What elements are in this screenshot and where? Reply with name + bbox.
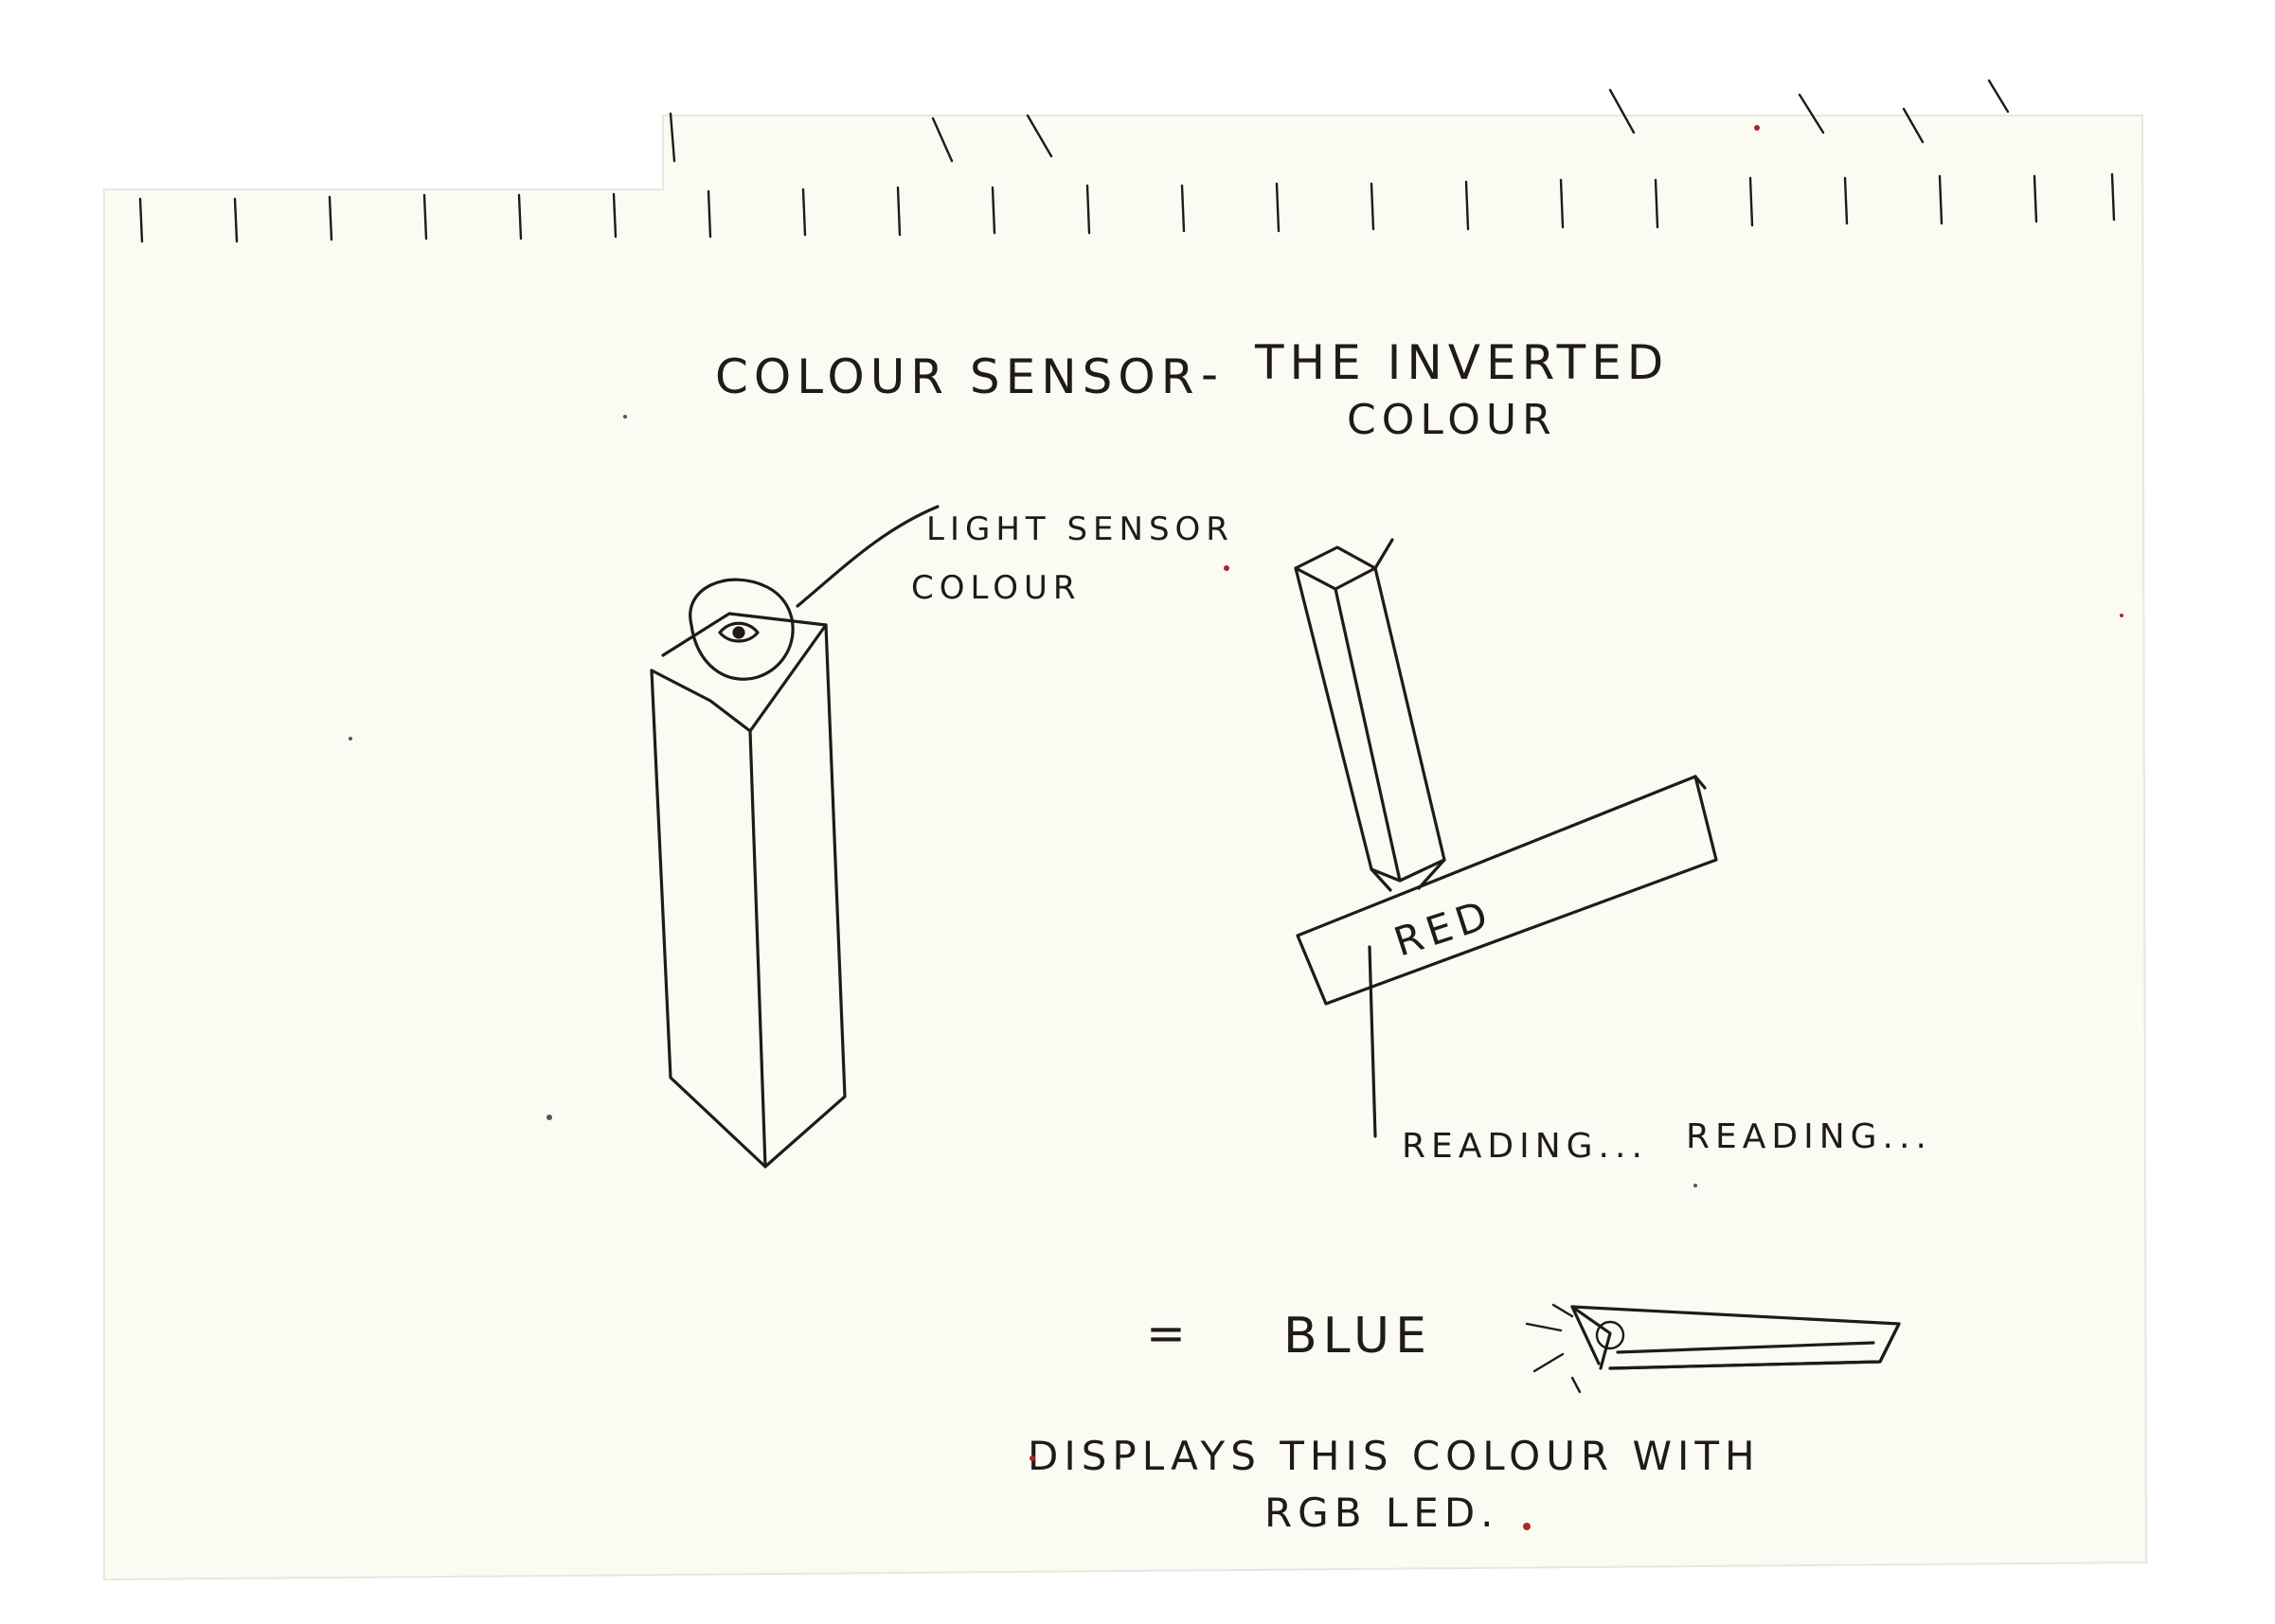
reading-first: READING... [1402, 1127, 1648, 1166]
caption-line2: RGB LED. [1264, 1490, 1499, 1536]
caption-line1: DISPLAYS THIS COLOUR WITH [1028, 1433, 1761, 1479]
title-line3: COLOUR [1347, 396, 1557, 444]
reading-second: READING... [1686, 1117, 1932, 1156]
title-line1: COLOUR SENSOR [715, 349, 1200, 404]
paper-sheet [104, 116, 2146, 1579]
result-colour: BLUE [1283, 1308, 1432, 1365]
result-equals: = [1146, 1306, 1191, 1361]
sensor-label-line2: COLOUR [911, 569, 1082, 607]
title-line2: THE INVERTED [1254, 335, 1669, 390]
title-dash: - [1201, 347, 1224, 402]
sensor-label-line1: LIGHT SENSOR [926, 510, 1234, 548]
